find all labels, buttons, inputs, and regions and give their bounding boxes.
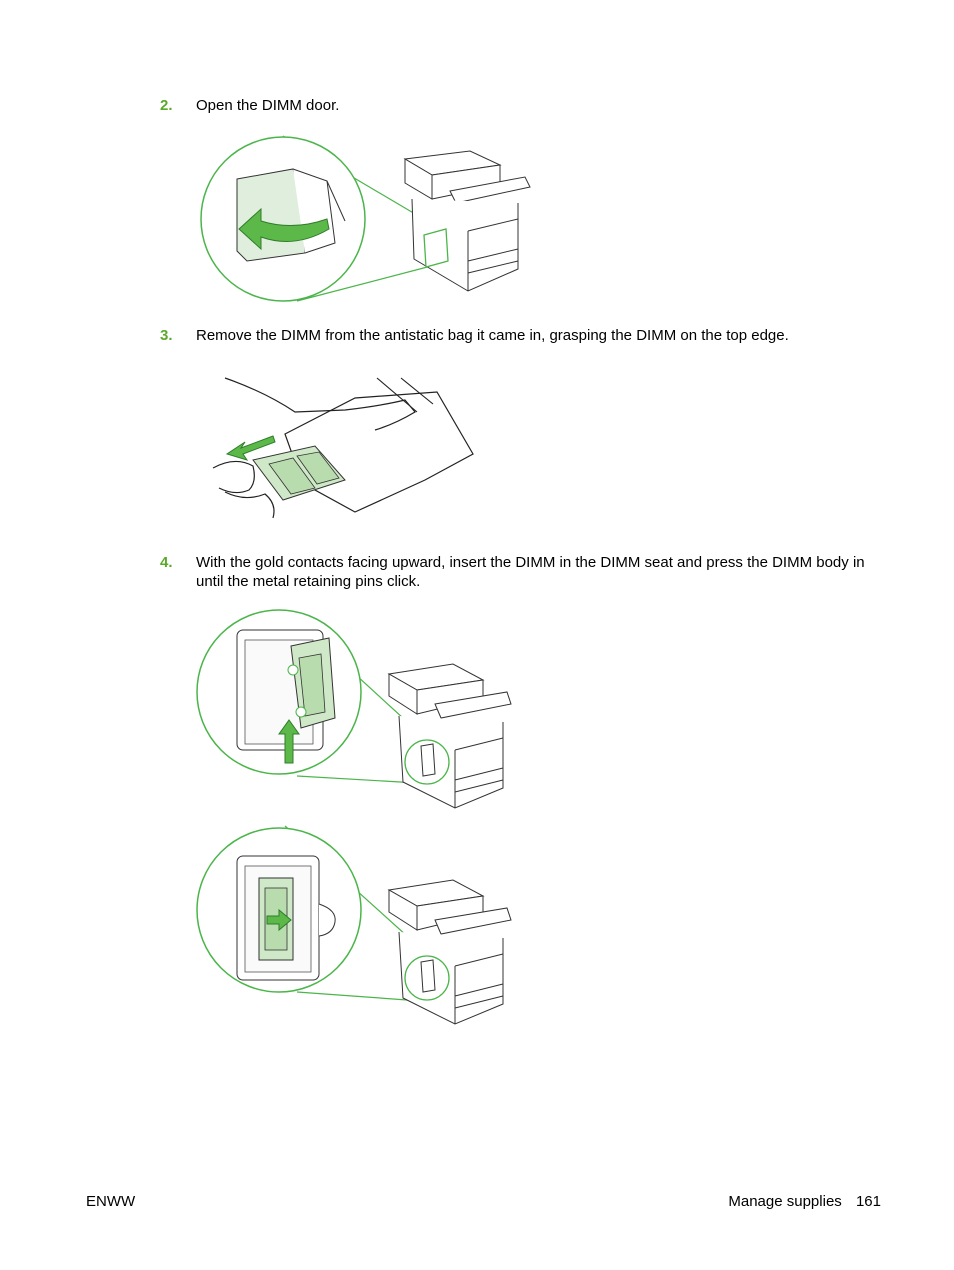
page-number: 161 xyxy=(855,1193,881,1210)
dimm-bag-illustration xyxy=(212,377,474,519)
printer-illustration xyxy=(387,879,512,1025)
dimm-install-illustration xyxy=(196,609,512,809)
step-text: Open the DIMM door. xyxy=(196,97,340,114)
figure-dimm-seated xyxy=(195,822,525,1032)
footer-left: ENWW xyxy=(86,1193,136,1210)
step-text: With the gold contacts facing upward, in… xyxy=(196,554,865,590)
arrow-icon xyxy=(225,435,276,461)
step-number: 4. xyxy=(160,554,173,571)
figure-open-dimm-door xyxy=(195,133,540,308)
figure-remove-dimm xyxy=(205,372,485,527)
arrow-icon xyxy=(238,207,330,251)
printer-illustration xyxy=(403,150,531,292)
step-number: 2. xyxy=(160,97,173,114)
printer-illustration xyxy=(387,663,512,809)
step-text: Remove the DIMM from the antistatic bag … xyxy=(196,327,789,344)
footer-section: Manage supplies xyxy=(728,1193,842,1210)
arrow-icon xyxy=(266,908,292,932)
dimm-seated-illustration xyxy=(196,825,512,1025)
dimm-door-illustration xyxy=(200,135,531,302)
step-number: 3. xyxy=(160,327,173,344)
footer-right: Manage supplies 161 xyxy=(728,1193,881,1210)
figure-insert-dimm xyxy=(195,608,525,813)
arrow-icon xyxy=(278,719,300,764)
